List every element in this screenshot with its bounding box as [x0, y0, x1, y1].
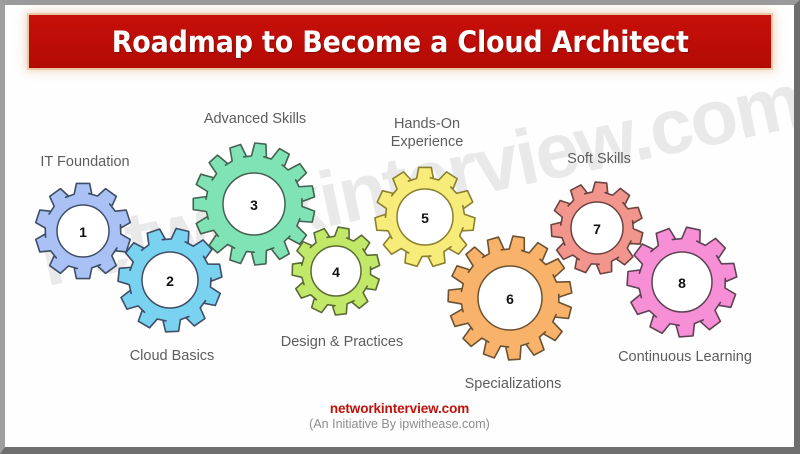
gear-label-6: Specializations — [464, 376, 562, 392]
gear-number-8: 8 — [678, 275, 686, 291]
footer-subtitle: (An Initiative By ipwithease.com) — [309, 417, 490, 431]
gear-hub-8 — [651, 251, 713, 313]
footer: networkinterview.com (An Initiative By i… — [5, 401, 794, 431]
gear-label-7: Soft Skills — [567, 151, 631, 167]
gear-number-2: 2 — [166, 273, 174, 289]
gear-hub-5 — [396, 188, 454, 246]
gear-hub-3 — [222, 172, 286, 236]
gear-label-4: Design & Practices — [280, 334, 404, 350]
gear-svg-canvas: 1 2 3 4 5 6 7 8 — [34, 142, 738, 361]
gear-4[interactable]: 4 — [291, 226, 381, 316]
gear-hub-2 — [141, 251, 199, 309]
gear-label-3: Advanced Skills — [203, 111, 307, 127]
gear-number-1: 1 — [79, 224, 87, 240]
page-title: Roadmap to Become a Cloud Architect — [111, 24, 689, 59]
gear-label-1: IT Foundation — [40, 154, 130, 170]
gear-label-2: Cloud Basics — [129, 348, 215, 364]
gear-8[interactable]: 8 — [626, 226, 738, 338]
gear-hub-1 — [56, 204, 110, 258]
gear-hub-4 — [310, 245, 362, 297]
poster-canvas: Roadmap to Become a Cloud Architect netw… — [5, 5, 794, 447]
gear-number-6: 6 — [506, 291, 514, 307]
title-banner-fill: Roadmap to Become a Cloud Architect — [29, 15, 771, 68]
gear-6[interactable]: 6 — [447, 235, 573, 361]
gear-1[interactable]: 1 — [34, 182, 132, 280]
gear-hub-6 — [477, 265, 543, 331]
gear-label-5: Hands-On Experience — [390, 116, 464, 150]
gear-5[interactable]: 5 — [374, 166, 476, 268]
gear-2[interactable]: 2 — [117, 227, 223, 333]
gear-number-4: 4 — [332, 264, 340, 280]
gear-7[interactable]: 7 — [550, 181, 644, 275]
gear-3[interactable]: 3 — [192, 142, 316, 266]
gear-label-8: Continuous Learning — [618, 349, 752, 365]
gear-number-7: 7 — [593, 221, 601, 237]
title-banner: Roadmap to Become a Cloud Architect — [29, 15, 771, 68]
gear-number-3: 3 — [250, 197, 258, 213]
gear-hub-7 — [570, 201, 624, 255]
footer-brand-link[interactable]: networkinterview.com — [329, 401, 470, 416]
gear-number-5: 5 — [421, 210, 429, 226]
